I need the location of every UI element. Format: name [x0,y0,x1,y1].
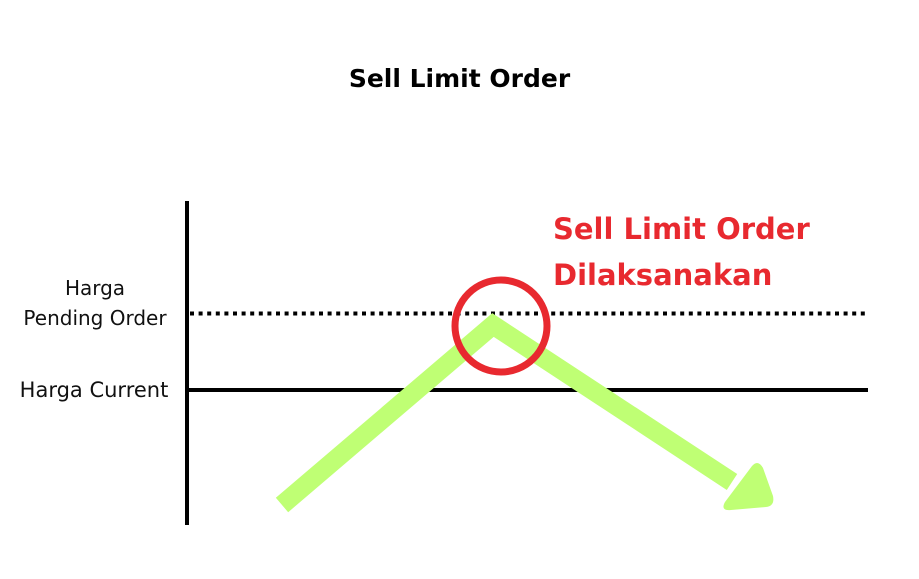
current-price-label: Harga Current [19,378,169,402]
pending-label-line-2: Pending Order [23,306,167,330]
annotation-line-1: Sell Limit Order [553,212,810,246]
arrow-down-right-icon [275,313,774,513]
pending-label-line-1: Harga [64,276,126,300]
page-title: Sell Limit Order [348,64,571,93]
pending-order-price-label: Harga Pending Order [10,273,180,333]
circle-highlight-icon [451,276,551,376]
execution-annotation: Sell Limit Order Dilaksanakan [553,206,810,298]
annotation-line-2: Dilaksanakan [553,258,773,292]
